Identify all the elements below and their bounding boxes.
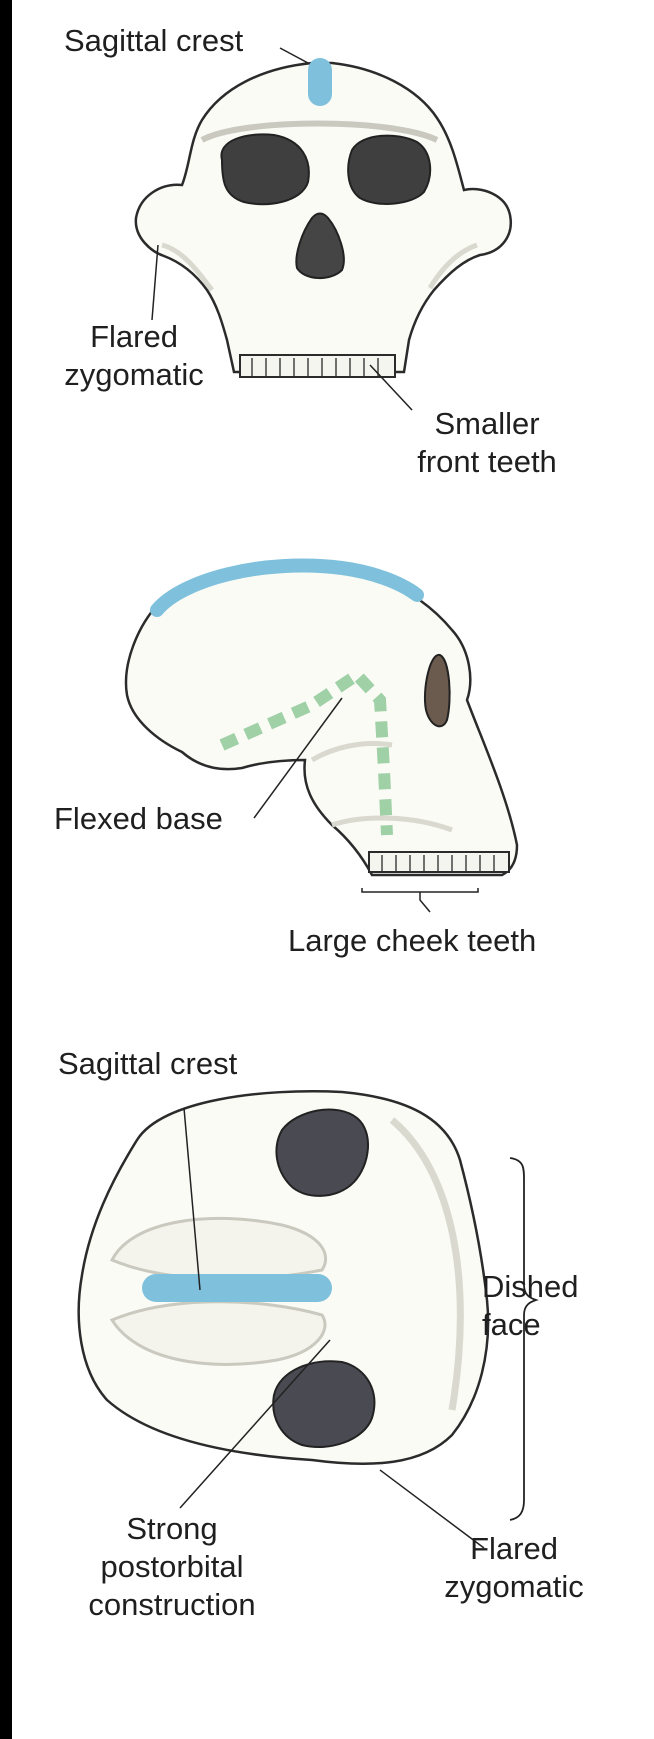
side-teeth-row	[369, 852, 509, 872]
label-top-postorbital-line2: postorbital	[42, 1548, 302, 1586]
front-sagittal-crest-leader	[280, 48, 308, 63]
skull-top-view	[79, 1091, 536, 1548]
front-sagittal-crest-highlight	[308, 58, 332, 106]
label-top-sagittal-crest: Sagittal crest	[58, 1045, 237, 1083]
diagram-panel: Sagittal crest Flared zygomatic Smaller …	[12, 0, 654, 1739]
label-side-large-cheek-teeth: Large cheek teeth	[288, 922, 536, 960]
skull-illustrations	[12, 0, 654, 1739]
label-front-flared-line1: Flared	[44, 318, 224, 356]
side-cheek-teeth-bracket	[362, 888, 478, 912]
label-top-zygomatic-line2: zygomatic	[414, 1568, 614, 1606]
label-top-face-line2: face	[482, 1306, 541, 1344]
label-side-flexed-base: Flexed base	[54, 800, 223, 838]
label-top-dished-line1: Dished	[482, 1268, 579, 1306]
label-top-construction-line3: construction	[42, 1586, 302, 1624]
label-top-flared-line1: Flared	[414, 1530, 614, 1568]
front-left-orbit	[221, 134, 308, 204]
top-sagittal-crest-highlight	[142, 1274, 332, 1302]
skull-side-view	[126, 564, 517, 912]
label-front-sagittal-crest: Sagittal crest	[64, 22, 243, 60]
label-front-teeth-line2: front teeth	[392, 443, 582, 481]
front-zygomatic-leader	[152, 245, 158, 320]
label-front-smaller-line1: Smaller	[392, 405, 582, 443]
top-upper-orbit	[276, 1109, 368, 1195]
label-front-zygomatic-line2: zygomatic	[44, 356, 224, 394]
label-top-strong-line1: Strong	[42, 1510, 302, 1548]
front-right-orbit	[348, 136, 430, 204]
top-lower-orbit	[273, 1361, 374, 1447]
